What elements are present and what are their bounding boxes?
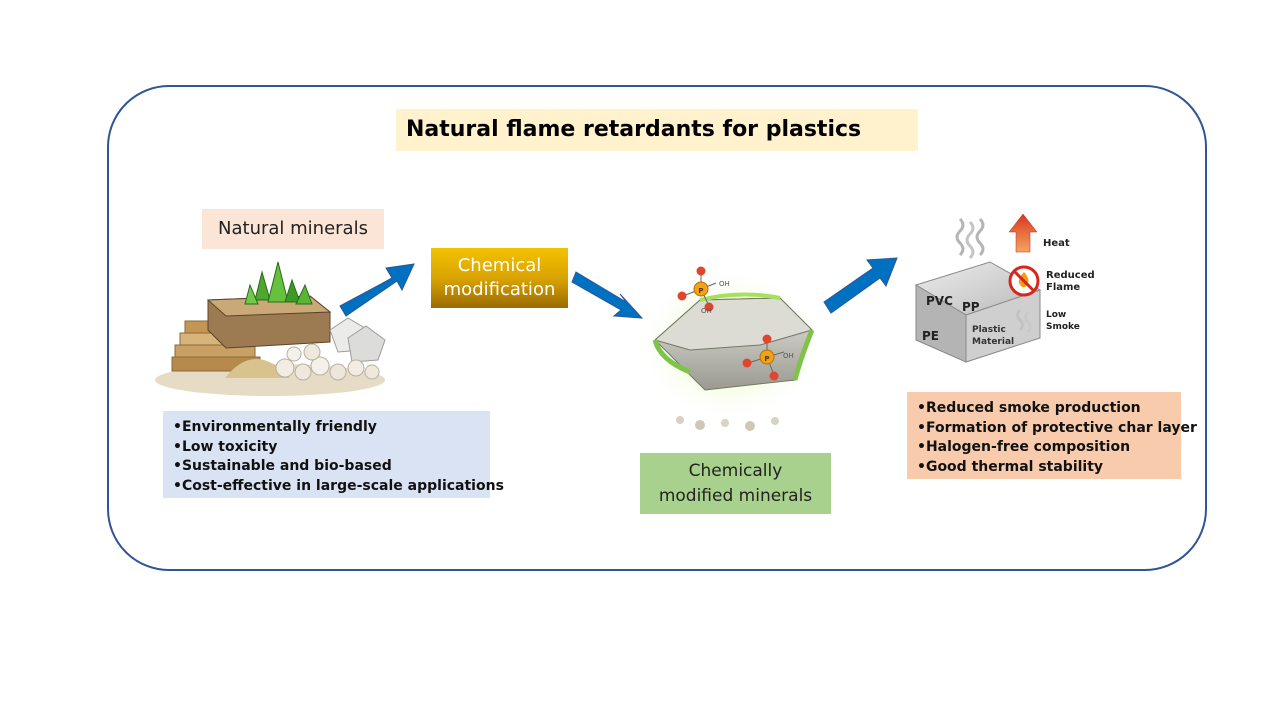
list-item: •Environmentally friendly — [173, 419, 377, 435]
arrow-to-modified-minerals — [571, 271, 644, 319]
modified-minerals-label: Chemically modified minerals — [640, 453, 831, 514]
list-item: •Formation of protective char layer — [917, 419, 1197, 436]
pp-label: PP — [962, 300, 980, 314]
arrow-to-plastics — [823, 257, 898, 314]
pe-label: PE — [922, 329, 939, 343]
low-smoke-label-1: Low — [1046, 310, 1066, 320]
list-item: •Low toxicity — [173, 438, 278, 455]
molecule-1-oh-a: OH — [719, 280, 730, 288]
chem-mod-line-2: modification — [443, 279, 556, 300]
molecule-1-oh-b: OH — [701, 307, 712, 315]
plastic-block-label-1: Plastic — [972, 325, 1006, 335]
chemical-modification-box: Chemical modification — [431, 248, 568, 308]
natural-minerals-label: Natural minerals — [202, 209, 384, 249]
natural-minerals-illustration — [155, 261, 386, 396]
modified-mineral-illustration — [635, 266, 825, 431]
molecule-2-p: P — [764, 355, 769, 363]
plastic-benefits-list: •Reduced smoke production •Formation of … — [907, 392, 1197, 479]
plastic-block-label-2: Material — [972, 337, 1014, 347]
natural-benefits-list: •Environmentally friendly •Low toxicity … — [163, 411, 504, 498]
heat-label: Heat — [1043, 238, 1070, 249]
arrow-to-modification — [339, 263, 415, 317]
diagram-frame — [107, 85, 1207, 571]
plastic-illustration — [914, 213, 1042, 363]
molecule-2-oh: OH — [783, 352, 794, 360]
list-item: •Halogen-free composition — [917, 439, 1131, 455]
list-item: •Reduced smoke production — [917, 400, 1141, 416]
reduced-flame-label-2: Flame — [1046, 282, 1080, 293]
molecule-1-p: P — [698, 287, 703, 295]
reduced-flame-label-1: Reduced — [1046, 270, 1095, 281]
modified-label-line-1: Chemically — [688, 461, 783, 481]
list-item: •Good thermal stability — [917, 458, 1104, 475]
modified-label-line-2: modified minerals — [658, 486, 813, 506]
chem-mod-line-1: Chemical — [457, 255, 542, 276]
list-item: •Sustainable and bio-based — [173, 458, 392, 474]
pvc-label: PVC — [926, 294, 953, 308]
diagram-title: Natural flame retardants for plastics — [396, 109, 918, 151]
low-smoke-label-2: Smoke — [1046, 322, 1080, 332]
list-item: •Cost-effective in large-scale applicati… — [173, 477, 504, 494]
